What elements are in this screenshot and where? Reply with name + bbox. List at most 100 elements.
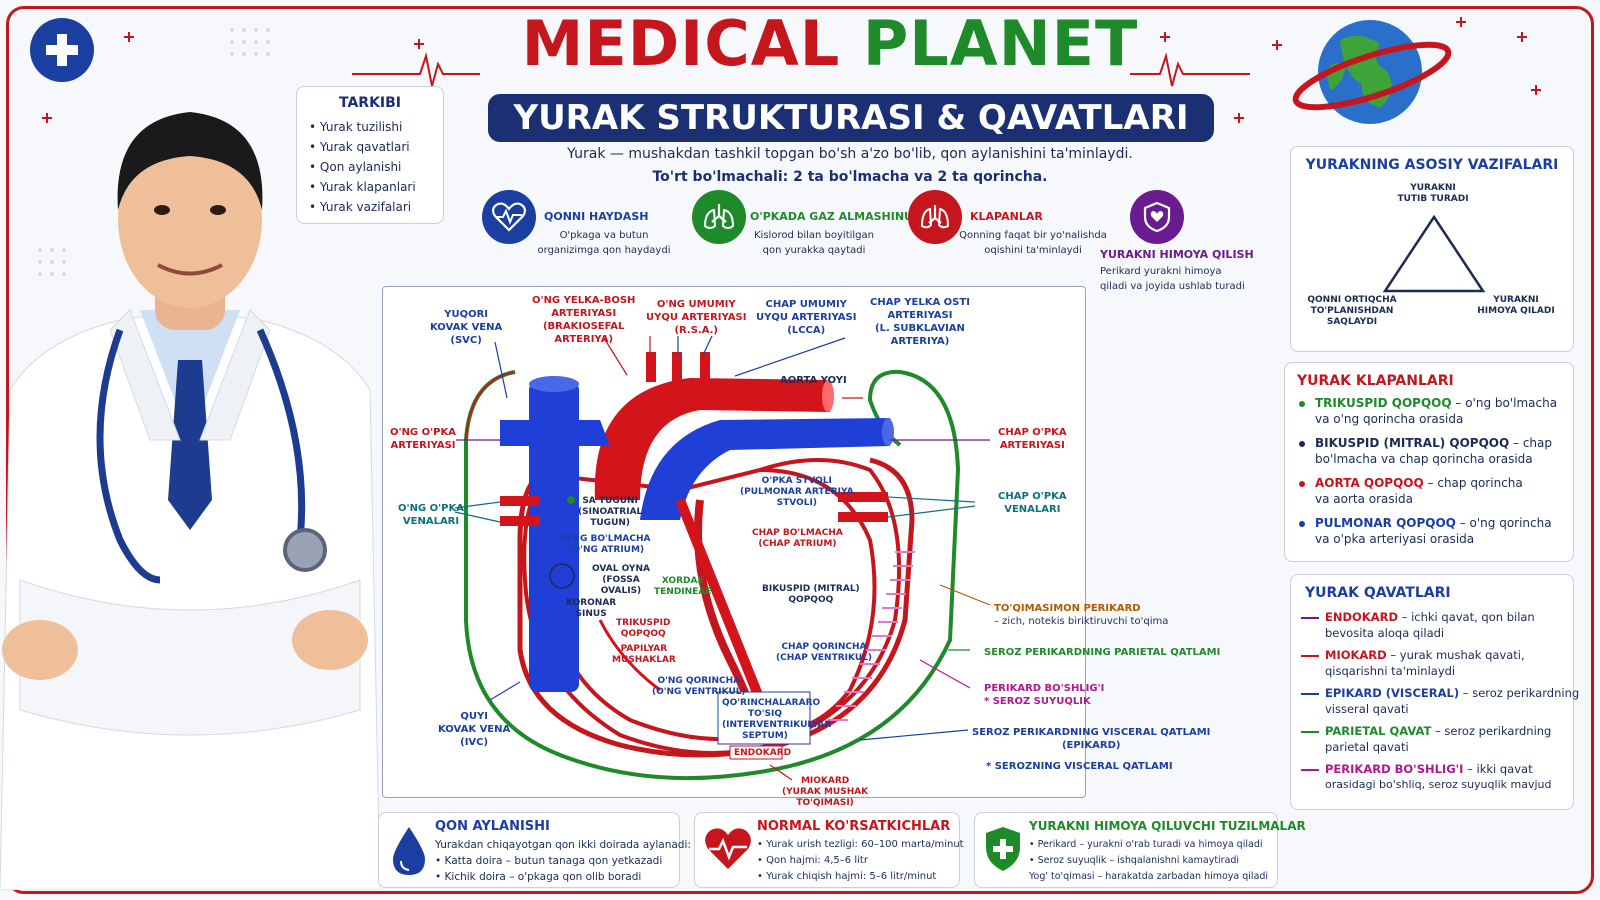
box-title: YURAKNI HIMOYA QILUVCHI TUZILMALAR (1029, 819, 1306, 833)
label-line: MIOKARD (1325, 648, 1387, 662)
layer-item: EPIKARD (VISCERAL) – seroz perikardning (1325, 685, 1579, 701)
function-desc: Kislorod bilan boyitilgan (754, 230, 874, 241)
label-line: PERIKARD BO'SHLIG'I (984, 683, 1105, 694)
function-desc: organizimga qon haydaydi (537, 245, 671, 256)
box-line: • Yurak chiqish hajmi: 5–6 litr/minut (757, 871, 937, 882)
label-line: (CHAP ATRIUM) (758, 539, 837, 549)
valve-item-desc: va aorta orasida (1315, 492, 1413, 506)
label-line: PAPILYAR (620, 644, 668, 654)
label-line: TRIKUSPID QOPQOQ (1315, 396, 1452, 410)
brand-title: MEDICAL PLANET (480, 4, 1180, 84)
toc-item[interactable]: Yurak klapanlari (309, 177, 431, 197)
shield-heart-icon (1130, 190, 1184, 244)
label-line: BIKUSPID (MITRAL) QOPQOQ (1315, 436, 1510, 450)
label-line: KORONAR (566, 598, 617, 608)
label-line: O'PKA STVOLI (761, 476, 832, 486)
label-line: (SVC) (450, 335, 482, 346)
label-line: SEROZ PERIKARDNING VISCERAL QATLAMI (972, 727, 1211, 738)
label-line: CHAP O'PKA (998, 427, 1067, 438)
label-line: ARTERIYASI (999, 440, 1065, 451)
toc-item[interactable]: Qon aylanishi (309, 157, 431, 177)
function-title: KLAPANLAR (970, 210, 1043, 223)
lead-line-2: To'rt bo'lmachali: 2 ta bo'lmacha va 2 t… (652, 169, 1048, 185)
label-line: ARTERIYASI (551, 308, 617, 319)
label-fibrous-pericardium: TO'QIMASIMON PERIKARD– zich, notekis bir… (994, 602, 1168, 628)
label-line: SA TUGUNI (582, 496, 638, 506)
label-visceral-layer-2: * SEROZNING VISCERAL QATLAMI (986, 761, 1173, 772)
label-line: PERIKARD BO'SHLIG'I (1325, 762, 1464, 776)
label-line: O'NG UMUMIY (656, 299, 736, 310)
brand-word-medical: MEDICAL (521, 7, 841, 80)
label-line: TUTIB TURADI (1397, 194, 1469, 204)
label-line: KOVAK VENA (438, 724, 511, 735)
function-desc: qiladi va joyida ushlab turadi (1100, 281, 1245, 292)
toc-item[interactable]: Yurak tuzilishi (309, 117, 431, 137)
label-line: O'NG YELKA-BOSH (532, 295, 636, 306)
box-line: Yurakdan chiqayotgan qon ikki doirada ay… (435, 839, 691, 851)
label-line: CHAP QORINCHA (781, 642, 867, 652)
label-line: QO'RINCHALARARO (722, 698, 821, 708)
layers-panel: YURAK QAVATLARI ENDOKARD – ichki qavat, … (1290, 574, 1579, 810)
label-line: QONNI ORTIQCHA (1307, 295, 1397, 305)
function-desc: O'pkaga va butun (559, 230, 649, 241)
panel-title: YURAKNING ASOSIY VAZIFALARI (1305, 157, 1559, 173)
function-valves: KLAPANLAR Qonning faqat bir yo'nalishda … (908, 190, 1108, 300)
panel-title: YURAK KLAPANLARI (1297, 373, 1454, 389)
label-line: (PULMONAR ARTERIYA (740, 487, 854, 497)
label-line: ARTERIYA) (890, 336, 950, 347)
label-line: (FOSSA (602, 575, 640, 585)
label-line: YURAKNI (1410, 183, 1456, 193)
valve-item: TRIKUSPID QOPQOQ – o'ng bo'lmacha (1315, 395, 1557, 411)
label-line: – ikki qavat (1463, 762, 1533, 776)
label-line: YUQORI (444, 309, 489, 320)
label-line: ARTERIYA) (554, 334, 614, 345)
triangle-icon (1382, 214, 1486, 293)
medical-cross-logo-icon (30, 18, 94, 82)
label-line: O'NG O'PKA (398, 503, 465, 514)
label-line: MUSHAKLAR (612, 655, 676, 665)
label-line: YURAKNI (1493, 295, 1539, 305)
valves-panel: YURAK KLAPANLARI TRIKUSPID QOPQOQ – o'ng… (1284, 362, 1574, 562)
label-line: CHAP O'PKA (998, 491, 1067, 502)
label-line: PARIETAL QAVAT (1325, 724, 1432, 738)
label-line: SINUS (575, 609, 607, 619)
function-pump-blood: QONNI HAYDASH O'pkaga va butun organizim… (482, 190, 682, 300)
label-line: STVOLI) (776, 498, 817, 508)
label-right-atrium: O'NG BO'LMACHA(O'NG ATRIUM) (562, 534, 650, 556)
label-line: (CHAP VENTRIKUL) (776, 653, 872, 663)
label-visceral-layer: SEROZ PERIKARDNING VISCERAL QATLAMI(EPIK… (972, 726, 1210, 752)
label-line: (IVC) (460, 737, 489, 748)
label-line: – seroz perikardning (1431, 724, 1552, 738)
legend-swatch (1301, 617, 1319, 619)
legend-swatch (1301, 769, 1319, 771)
label-line: XORDAE (661, 576, 704, 586)
bullet-icon (1299, 441, 1305, 447)
heartbeat-icon (482, 190, 536, 244)
box-line: Yog' to'qimasi – harakatda zarbadan himo… (1029, 871, 1269, 882)
label-line: O'NG QORINCHA (657, 676, 741, 686)
label-parietal-layer: SEROZ PERIKARDNING PARIETAL QATLAMI (984, 647, 1221, 658)
label-line: OVALIS) (600, 586, 642, 596)
label-line: MIOKARD (800, 776, 850, 786)
lead-line-1: Yurak — mushakdan tashkil topgan bo'sh a… (567, 146, 1133, 162)
label-line: O'NG O'PKA (390, 427, 457, 438)
label-line: – zich, notekis biriktiruvchi to'qima (994, 616, 1169, 627)
layer-item: PARIETAL QAVAT – seroz perikardning (1325, 723, 1551, 739)
valve-item: PULMONAR QOPQOQ – o'ng qorincha (1315, 515, 1552, 531)
label-line: ARTERIYASI (887, 310, 953, 321)
toc-item[interactable]: Yurak qavatlari (309, 137, 431, 157)
bullet-icon (1299, 521, 1305, 527)
label-line: SEPTUM) (742, 731, 788, 741)
protective-structures-box: YURAKNI HIMOYA QILUVCHI TUZILMALAR • Per… (974, 812, 1306, 888)
page-subtitle: YURAK STRUKTURASI & QAVATLARI (488, 94, 1214, 142)
heart-outline (517, 457, 915, 758)
valve-item: BIKUSPID (MITRAL) QOPQOQ – chap (1315, 435, 1552, 451)
toc-item[interactable]: Yurak vazifalari (309, 197, 431, 217)
vena-cava (529, 382, 579, 692)
pulmonary-artery (640, 418, 890, 520)
